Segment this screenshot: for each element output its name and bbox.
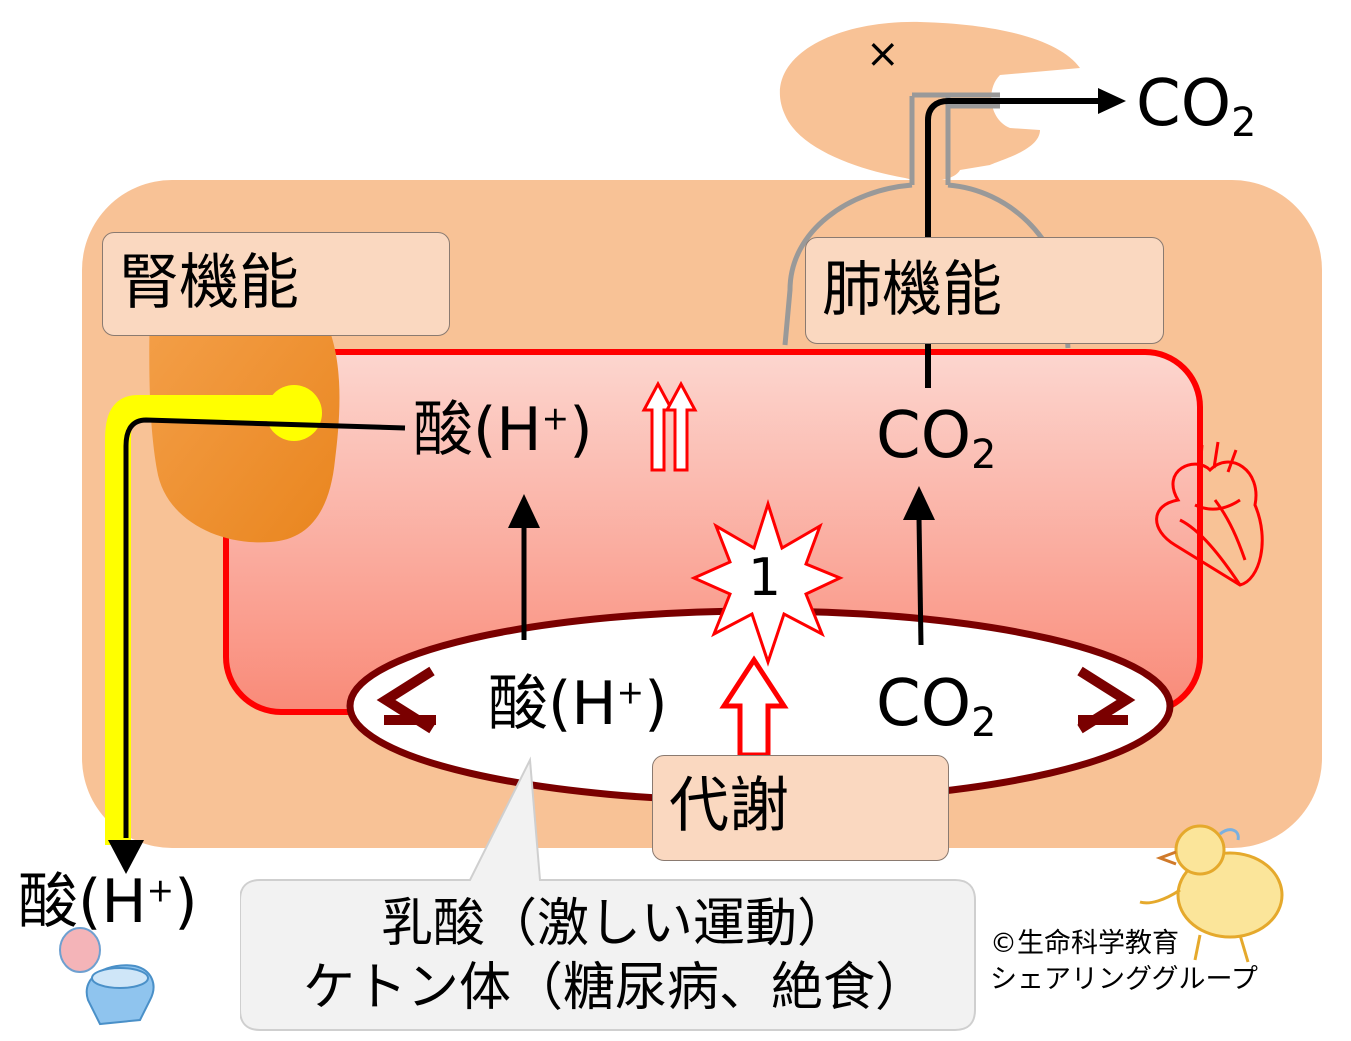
- cross-mark: ×: [866, 31, 900, 77]
- chick-icon: [1139, 824, 1284, 963]
- metabolism-arrow-up: [719, 655, 789, 758]
- star-number: 1: [748, 548, 782, 608]
- cell-inequality-right: [1077, 666, 1136, 734]
- co2-exhaled-label: CO2: [1136, 67, 1257, 147]
- cell-inequality-left: [376, 666, 436, 734]
- kidney-function-box: 腎機能: [102, 232, 450, 336]
- blood-acid-label: 酸(H+): [413, 395, 593, 465]
- acid-excretion-line: [123, 417, 406, 838]
- acid-excretion-arrowhead: [108, 840, 144, 874]
- credit: ©生命科学教育 シェアリンググループ: [990, 926, 1258, 998]
- credit-line-2: シェアリンググループ: [990, 964, 1258, 995]
- blood-co2-label: CO2: [876, 399, 997, 479]
- co2-exhale-arrow: [925, 88, 1126, 388]
- metabolism-box: 代謝: [652, 755, 949, 861]
- callout-line-ketone-bodies: ケトン体（糖尿病、絶食）: [302, 958, 927, 1018]
- lung-function-label: 肺機能: [822, 255, 1002, 325]
- urine-path: [105, 395, 296, 845]
- acid-increase-arrows: [641, 380, 698, 472]
- callout-line-lactic-acid: 乳酸（激しい運動）: [380, 894, 849, 954]
- credit-line-1: ©生命科学教育: [990, 928, 1179, 959]
- callout-bubble: [240, 756, 976, 1031]
- lung-function-box: 肺機能: [805, 237, 1164, 344]
- cell-acid-label: 酸(H+): [488, 669, 668, 739]
- cell-co2-label: CO2: [876, 667, 997, 747]
- excreted-acid-label: 酸(H+): [18, 867, 198, 937]
- toilet-icon: [59, 927, 155, 1026]
- metabolism-label: 代謝: [669, 771, 789, 841]
- head-icon: [779, 21, 1080, 182]
- acid-arrow-up: [508, 494, 540, 640]
- callout-text: 乳酸（激しい運動） ケトン体（糖尿病、絶食）: [250, 892, 980, 1020]
- starburst-icon: [690, 499, 844, 667]
- kidney-function-label: 腎機能: [119, 248, 299, 318]
- glomerulus: [266, 385, 322, 441]
- co2-arrow-up: [903, 486, 935, 646]
- heart-icon: [1155, 441, 1264, 587]
